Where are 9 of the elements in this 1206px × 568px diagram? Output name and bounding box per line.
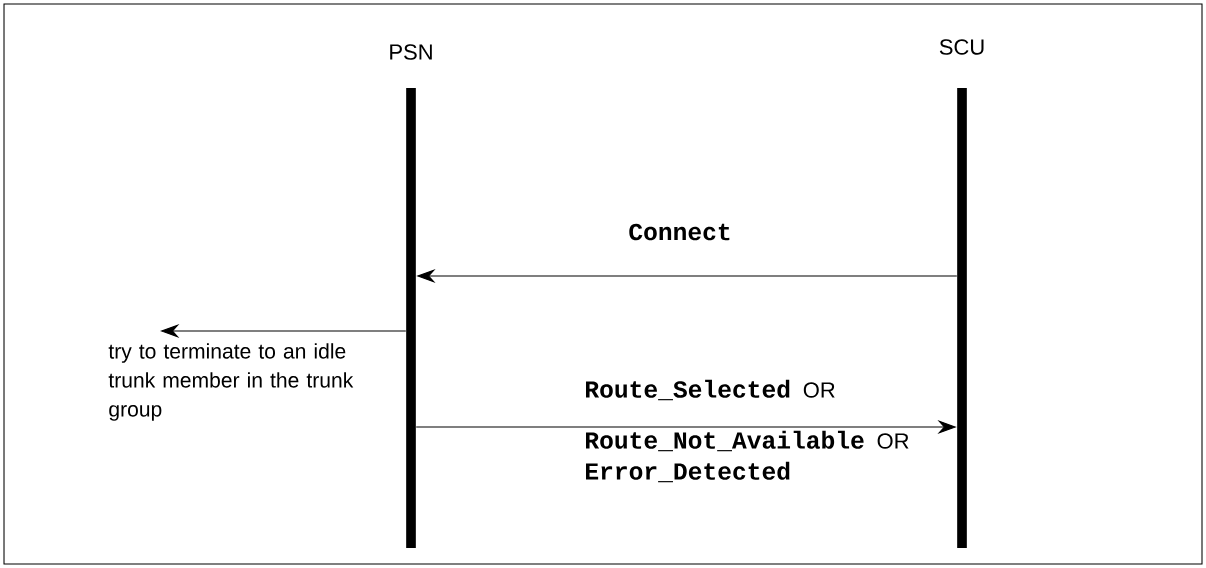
edge-label: Connect [626,221,734,243]
message-label: Route_Selected [586,379,790,401]
edge-label: try to terminate to an idle trunk member in the trunk group [108,343,354,421]
message-label: OR [803,382,835,398]
message-label: OR [877,433,909,449]
message-label: Route_Not_Available [586,430,864,452]
lifeline-heading: SCU [939,39,984,55]
message-label: Error_Detected [586,461,790,483]
lifeline-heading: PSN [390,44,432,60]
